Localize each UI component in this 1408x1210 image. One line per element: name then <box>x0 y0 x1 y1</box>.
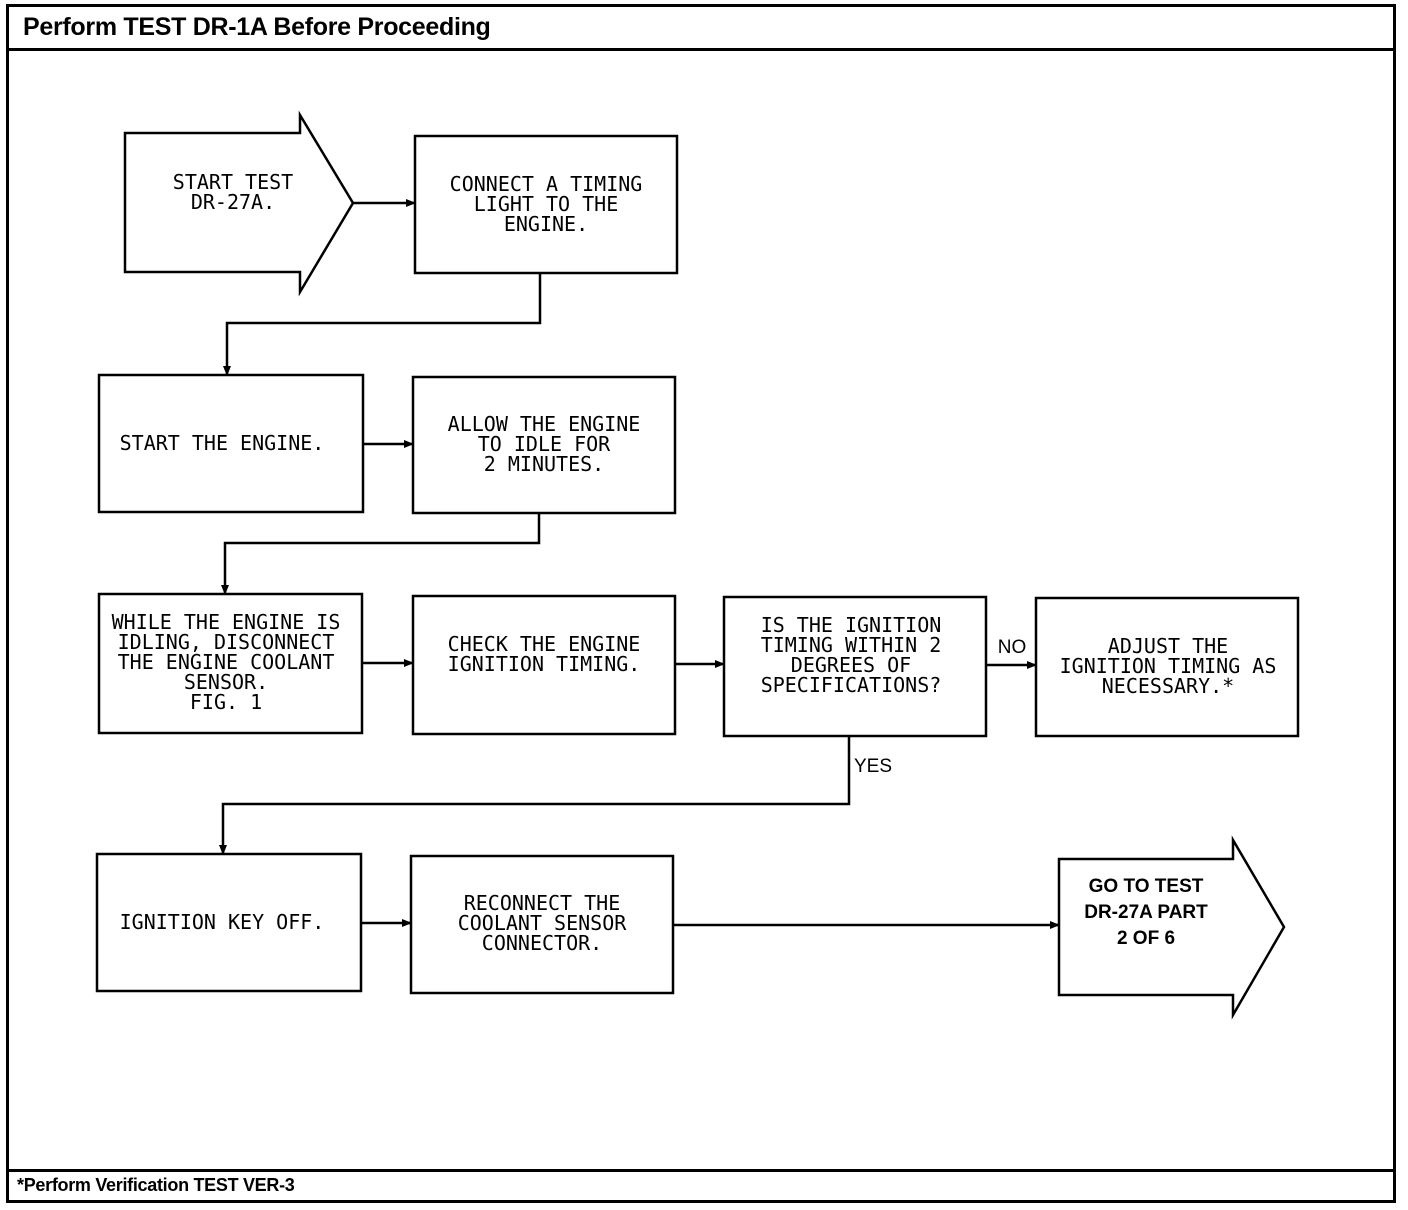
node-line: IGNITION KEY OFF. <box>120 910 325 934</box>
footnote: *Perform Verification TEST VER-3 <box>9 1169 1393 1200</box>
node-line: WHILE THE ENGINE IS <box>112 610 341 634</box>
node-line: 2 OF 6 <box>1117 928 1175 949</box>
node-line: CONNECTOR. <box>482 931 602 955</box>
ignition-key-off-box: IGNITION KEY OFF. <box>95 852 363 993</box>
start-engine-box: START THE ENGINE. <box>97 373 365 514</box>
node-line: COOLANT SENSOR <box>458 911 628 935</box>
yes-label: YES <box>854 756 892 777</box>
arrow-decision-yes-to-key-off <box>219 736 851 855</box>
page-frame: Perform TEST DR-1A Before Proceeding *Pe… <box>6 4 1396 1203</box>
node-line: RECONNECT THE <box>464 891 621 915</box>
node-line: ALLOW THE ENGINE <box>448 412 641 436</box>
page-title: Perform TEST DR-1A Before Proceeding <box>9 7 1393 51</box>
node-line: GO TO TEST <box>1089 876 1204 897</box>
node-line: CHECK THE ENGINE <box>448 632 641 656</box>
node-line: TIMING WITHIN 2 <box>761 633 942 657</box>
arrow-connect-to-start-engine <box>223 273 542 376</box>
node-line: ADJUST THE <box>1108 634 1228 658</box>
node-line: NECESSARY.* <box>1102 674 1234 698</box>
node-line: IGNITION TIMING AS <box>1060 654 1277 678</box>
no-label: NO <box>998 637 1027 658</box>
node-line: IGNITION TIMING. <box>448 652 641 676</box>
key-off-text: IGNITION KEY OFF. <box>120 910 325 934</box>
goto-arrow-node: GO TO TEST DR-27A PART 2 OF 6 <box>1057 835 1286 1020</box>
goto-text: GO TO TEST DR-27A PART 2 OF 6 <box>1084 876 1208 949</box>
node-line: DR-27A PART <box>1084 902 1208 923</box>
node-line: DEGREES OF <box>791 653 911 677</box>
node-line: SPECIFICATIONS? <box>761 673 942 697</box>
node-line: TO IDLE FOR <box>478 432 611 456</box>
node-line: START TEST <box>173 170 293 194</box>
node-line: SENSOR. <box>184 670 268 694</box>
node-line: LIGHT TO THE <box>474 192 619 216</box>
node-line: ENGINE. <box>504 212 588 236</box>
node-line: IS THE IGNITION <box>761 613 942 637</box>
node-line: 2 MINUTES. <box>484 452 604 476</box>
node-line: IDLING, DISCONNECT <box>118 630 335 654</box>
node-line: CONNECT A TIMING <box>450 172 643 196</box>
node-line: START THE ENGINE. <box>120 431 325 455</box>
start-engine-text: START THE ENGINE. <box>120 431 325 455</box>
arrow-idle-to-disconnect <box>221 513 541 595</box>
node-line: FIG. 1 <box>190 690 262 714</box>
node-line: DR-27A. <box>191 190 275 214</box>
node-line: THE ENGINE COOLANT <box>118 650 335 674</box>
